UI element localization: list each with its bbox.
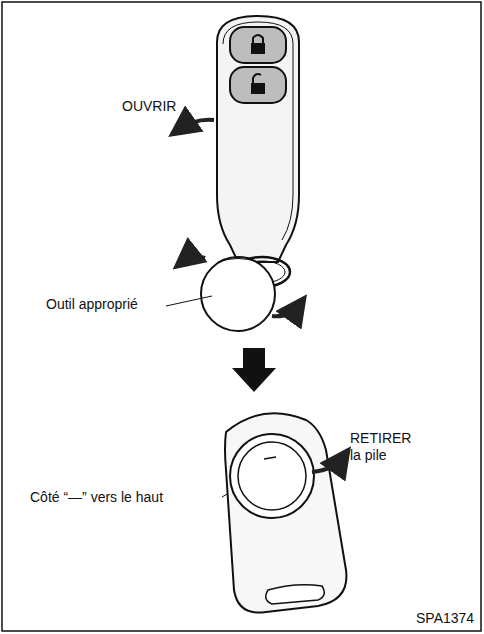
orientation-label: Côté “—” vers le haut — [30, 489, 163, 506]
key-fob-bottom — [225, 413, 346, 612]
tool-label: Outil approprié — [46, 296, 138, 313]
open-label: OUVRIR — [122, 98, 176, 115]
twist-arrow — [272, 304, 300, 316]
key-fob-top — [201, 16, 299, 331]
remove-label: RETIRER la pile — [350, 430, 422, 464]
leader-line — [166, 296, 212, 306]
twist-arrow — [182, 257, 205, 262]
open-arrow — [178, 120, 214, 130]
remove-arrow — [312, 456, 344, 472]
step-arrow — [232, 348, 276, 392]
figure-code: SPA1374 — [416, 610, 474, 627]
